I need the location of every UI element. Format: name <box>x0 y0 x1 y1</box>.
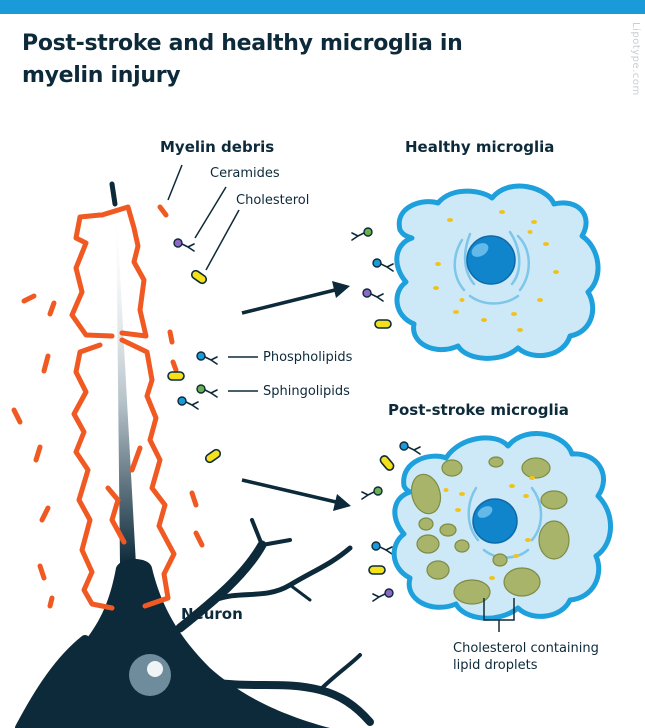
myelin-sheath <box>11 204 205 611</box>
cholesterol-label: Cholesterol <box>236 193 309 208</box>
sphingolipids-label: Sphingolipids <box>263 384 350 399</box>
top-accent-bar <box>0 0 645 14</box>
healthy-nucleus <box>466 235 516 285</box>
healthy-microglia-label: Healthy microglia <box>405 138 554 156</box>
myelin-debris-molecules <box>167 227 421 602</box>
phospholipids-label: Phospholipids <box>263 350 353 365</box>
post-stroke-microglia-cell <box>391 431 613 632</box>
watermark: Lipotype.com <box>630 22 641 96</box>
arrows <box>241 281 351 511</box>
lipid-droplets-label-line2: lipid droplets <box>453 658 538 673</box>
lipid-droplets <box>410 456 570 605</box>
neuron-nucleolus <box>147 661 163 677</box>
leader-lines <box>167 164 258 392</box>
post-stroke-nucleus <box>472 498 518 544</box>
neuron-label: Neuron <box>181 605 243 623</box>
myelin-debris-label: Myelin debris <box>160 138 274 156</box>
neuron <box>15 181 374 728</box>
ceramides-label: Ceramides <box>210 166 280 181</box>
lipid-droplets-label-line1: Cholesterol containing <box>453 641 599 656</box>
page-title: Post-stroke and healthy microglia in mye… <box>22 31 463 88</box>
post-stroke-microglia-label: Post-stroke microglia <box>388 401 569 419</box>
healthy-microglia-cell <box>394 183 601 361</box>
